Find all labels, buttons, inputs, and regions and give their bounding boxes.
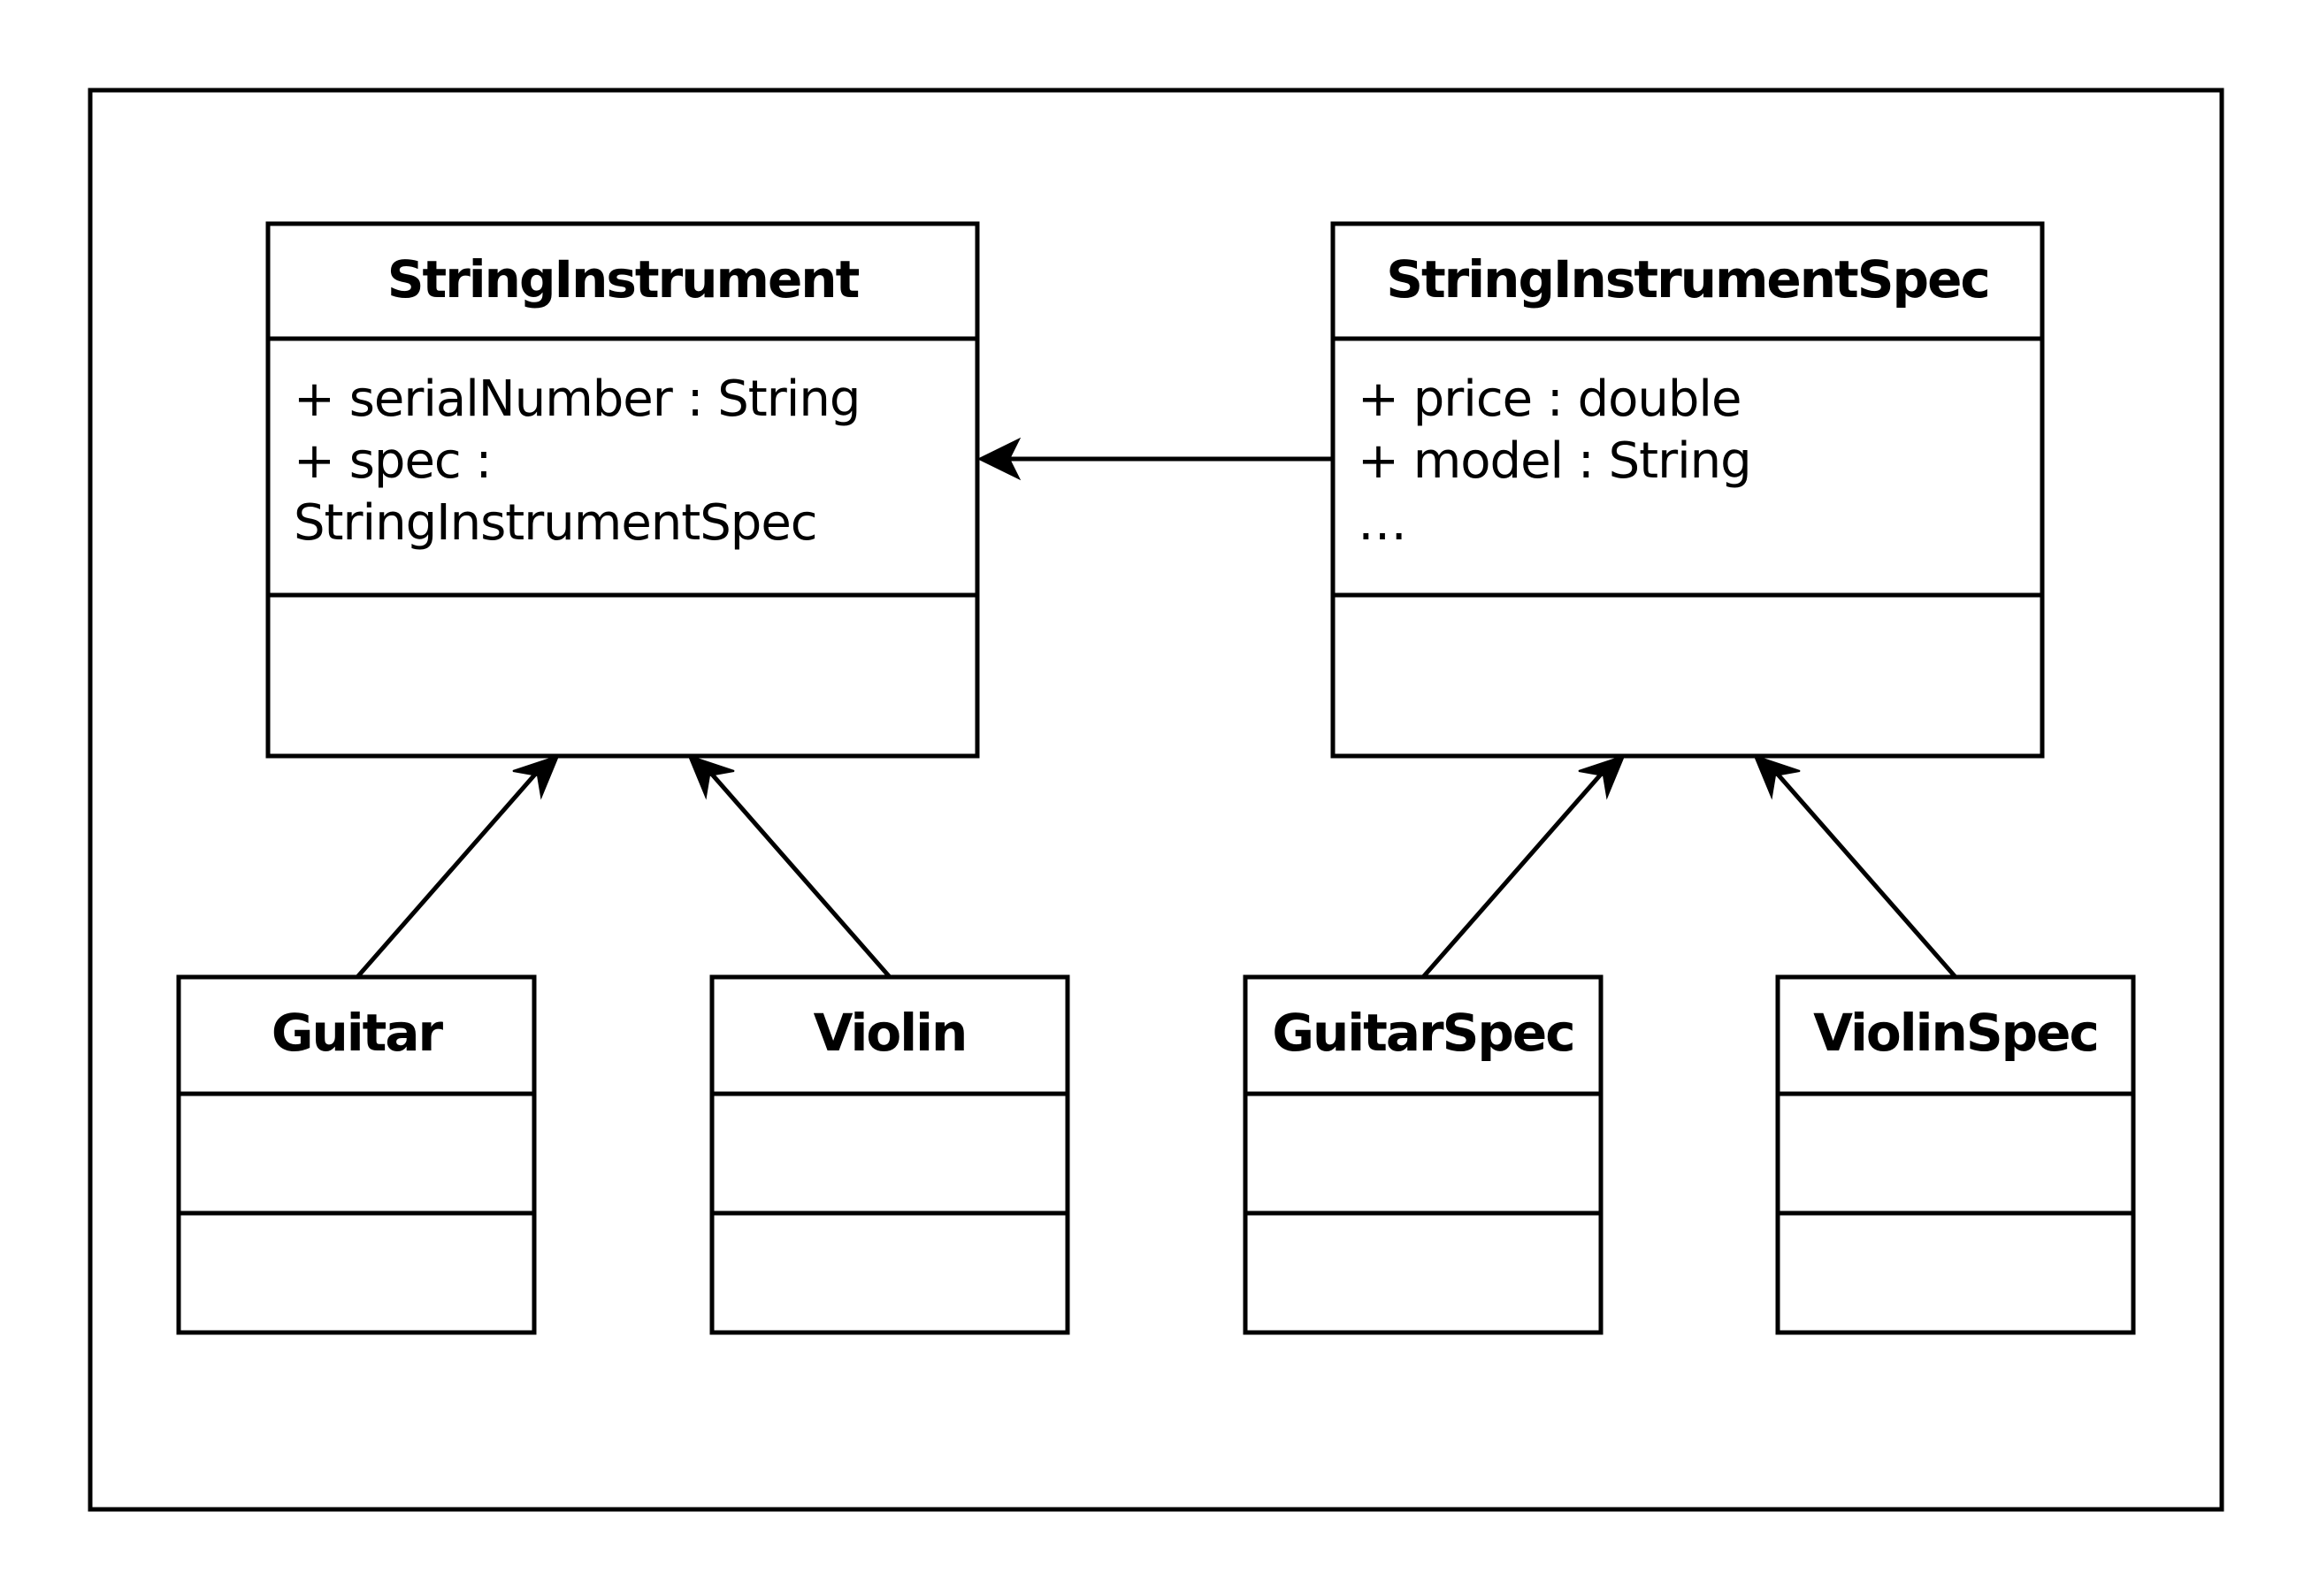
class-violin-spec[interactable]: ViolinSpec (1775, 974, 2136, 1335)
class-title: StringInstrument (387, 249, 860, 309)
inheritance-violin-to-instrument (687, 754, 892, 979)
class-attribute: … (1358, 494, 1406, 552)
association-spec-to-instrument (976, 437, 1333, 481)
arrowhead (512, 754, 560, 800)
inheritance-guitar-to-instrument (356, 754, 560, 979)
arrowhead (687, 754, 735, 800)
class-guitar[interactable]: Guitar (176, 974, 537, 1335)
class-box (176, 974, 537, 1335)
class-box (265, 221, 980, 759)
class-string-instrument-spec[interactable]: StringInstrumentSpec + price : double + … (1330, 221, 2045, 759)
diagram-frame (88, 88, 2224, 1512)
class-box (709, 974, 1070, 1335)
arrowhead (1578, 754, 1626, 800)
class-attribute: + spec : (294, 432, 491, 490)
edge-line (1421, 767, 1607, 979)
class-attribute: + price : double (1358, 370, 1741, 428)
class-box (1775, 974, 2136, 1335)
class-title: Guitar (272, 1003, 444, 1063)
class-attribute: + model : String (1358, 432, 1751, 490)
inheritance-violinspec-to-spec (1753, 754, 1957, 979)
class-title: StringInstrumentSpec (1386, 249, 1989, 309)
arrowhead (976, 437, 1022, 481)
edge-line (1772, 767, 1957, 979)
class-guitar-spec[interactable]: GuitarSpec (1243, 974, 1604, 1335)
class-violin[interactable]: Violin (709, 974, 1070, 1335)
class-attribute: StringInstrumentSpec (294, 494, 817, 552)
class-title: Violin (814, 1003, 967, 1063)
edge-line (706, 767, 892, 979)
class-title: GuitarSpec (1272, 1003, 1573, 1063)
arrowhead (1753, 754, 1801, 800)
class-attribute: + serialNumber : String (294, 370, 860, 428)
class-string-instrument[interactable]: StringInstrument + serialNumber : String… (265, 221, 980, 759)
edge-line (356, 767, 541, 979)
inheritance-guitarspec-to-spec (1421, 754, 1626, 979)
class-box (1330, 221, 2045, 759)
class-title: ViolinSpec (1813, 1003, 2098, 1063)
